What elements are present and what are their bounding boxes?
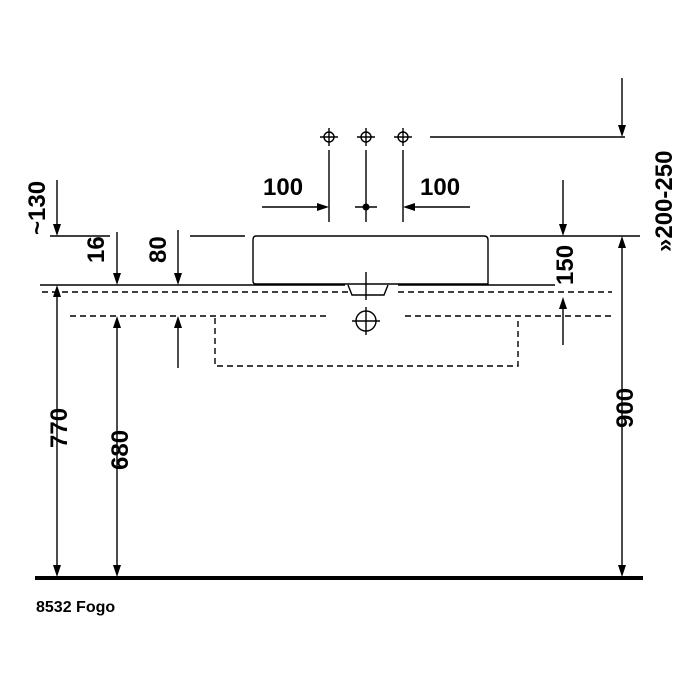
dim-130-arrow bbox=[53, 224, 61, 236]
dim-80-label: 80 bbox=[145, 236, 172, 263]
dim-150-bottom-arrow bbox=[559, 297, 567, 309]
tap-hole-center bbox=[357, 128, 375, 146]
dim-top-right-arrow bbox=[618, 125, 626, 137]
product-caption: 8532 Fogo bbox=[36, 599, 115, 616]
basin-outline bbox=[252, 235, 489, 285]
dim-100-right-arrow bbox=[403, 203, 415, 211]
dim-200-250-label: »200-250 bbox=[651, 151, 678, 252]
dim-80-arrow bbox=[174, 273, 182, 285]
vanity-cabinet-dashed bbox=[214, 318, 519, 367]
dim-770-label: 770 bbox=[46, 408, 73, 448]
dim-130-label: ~130 bbox=[24, 181, 51, 235]
dim-100-left-arrow bbox=[317, 203, 329, 211]
dim-900-top-arrow bbox=[618, 236, 626, 248]
dim-770-top-arrow bbox=[53, 285, 61, 297]
dim-100-left-label: 100 bbox=[263, 174, 303, 201]
dim-680-bottom-arrow bbox=[113, 565, 121, 577]
dim-100-right-label: 100 bbox=[420, 174, 460, 201]
dim-150-top-arrow bbox=[559, 224, 567, 236]
dim-900-label: 900 bbox=[612, 388, 639, 428]
dim-150-label: 150 bbox=[552, 245, 579, 285]
tap-hole-left bbox=[320, 128, 338, 146]
dim-680-top-arrow bbox=[113, 316, 121, 328]
dim-770-bottom-arrow bbox=[53, 565, 61, 577]
dim-16-arrow bbox=[113, 273, 121, 285]
drain-outlet bbox=[347, 284, 389, 296]
dim-16-label: 16 bbox=[83, 236, 110, 263]
dim-900-bottom-arrow bbox=[618, 565, 626, 577]
lower-ref-pointer-arrow bbox=[174, 316, 182, 328]
dim-680-label: 680 bbox=[107, 430, 134, 470]
tap-hole-right bbox=[394, 128, 412, 146]
